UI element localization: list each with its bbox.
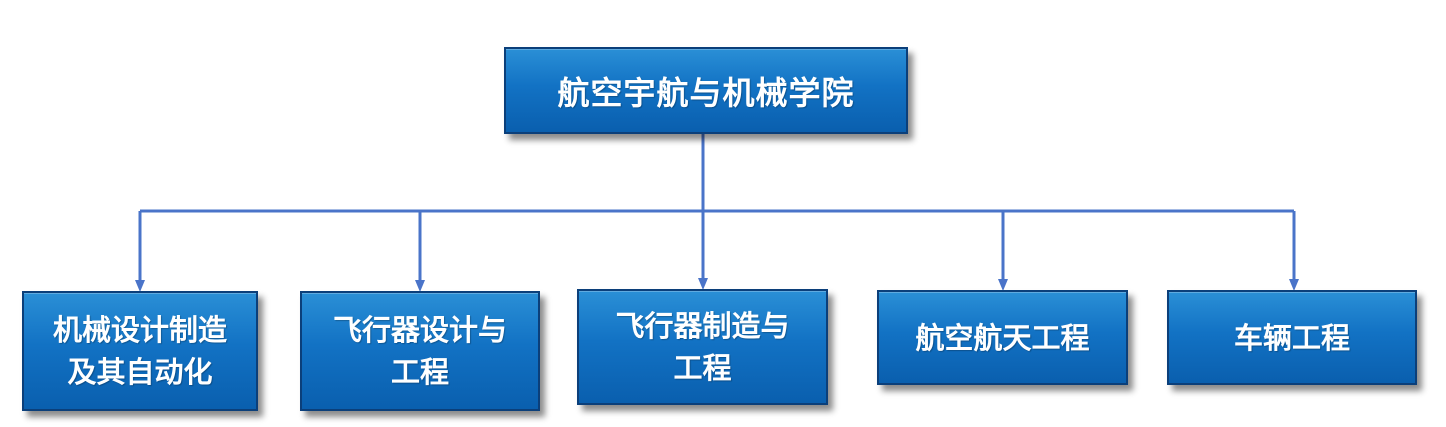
root-node: 航空宇航与机械学院 <box>504 47 908 134</box>
child-node-label: 飞行器设计与 工程 <box>332 313 507 389</box>
child-node-vehicle-engineering: 车辆工程 <box>1167 290 1417 385</box>
child-node-label: 航空航天工程 <box>915 320 1090 355</box>
child-node-label: 车辆工程 <box>1233 320 1350 355</box>
child-node-label: 飞行器制造与 工程 <box>615 309 790 385</box>
child-node-aerospace-engineering: 航空航天工程 <box>877 290 1128 385</box>
child-node-aircraft-design: 飞行器设计与 工程 <box>300 291 540 411</box>
child-node-aircraft-manufacturing: 飞行器制造与 工程 <box>577 289 828 405</box>
child-node-label: 机械设计制造 及其自动化 <box>52 313 227 389</box>
child-node-mechanical-design: 机械设计制造 及其自动化 <box>22 291 258 411</box>
root-node-label: 航空宇航与机械学院 <box>557 73 855 112</box>
